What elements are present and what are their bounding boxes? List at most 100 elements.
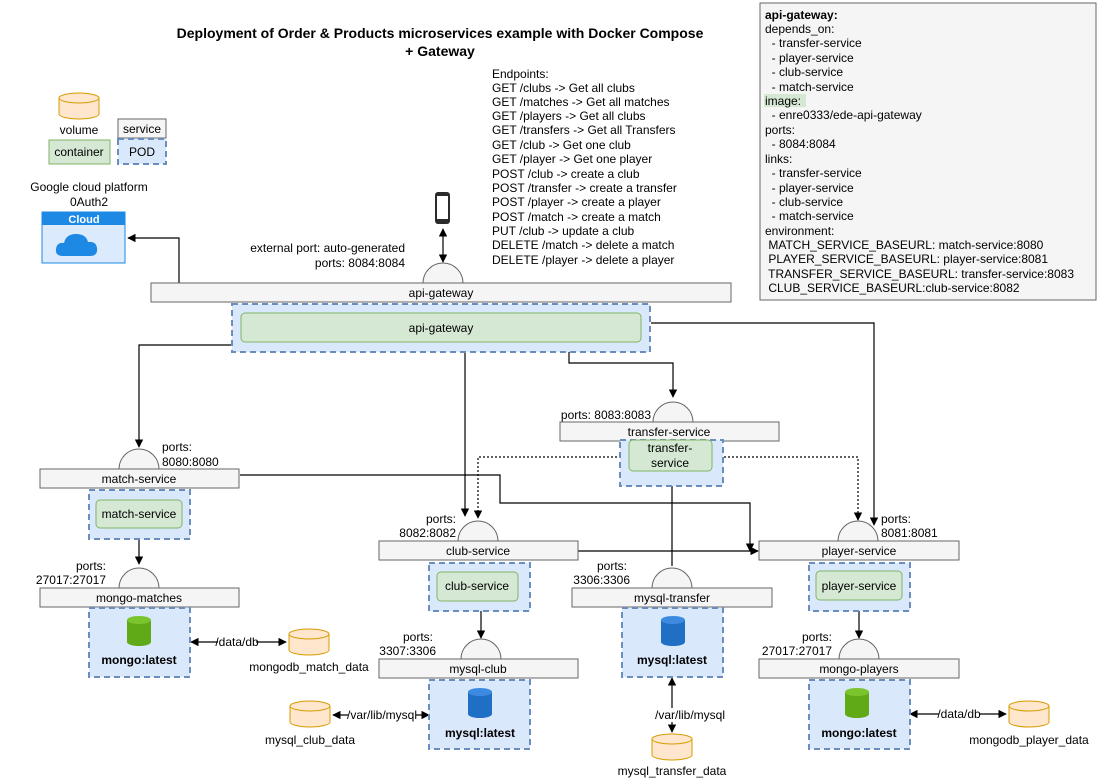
mongo-players-label: mongo-players <box>819 662 898 676</box>
mongo-matches-volume: mongodb_match_data <box>249 660 369 674</box>
config-line: - match-service <box>765 80 854 94</box>
mysql-club-ports-2: 3307:3306 <box>379 644 436 658</box>
player-container-label: player-service <box>822 579 897 593</box>
config-line: environment: <box>765 224 834 238</box>
mysql-transfer-volume: mysql_transfer_data <box>618 764 727 778</box>
endpoint-item: POST /club -> create a club <box>492 167 640 181</box>
endpoint-item: PUT /club -> update a club <box>492 224 635 238</box>
volume-icon <box>651 733 693 761</box>
mysql-transfer-mount-label: /var/lib/mysql <box>655 708 725 722</box>
endpoint-item: GET /players -> Get all clubs <box>492 109 646 123</box>
mysql-club-volume: mysql_club_data <box>265 733 355 747</box>
mysql-transfer-port-node <box>651 567 693 589</box>
config-line: - player-service <box>765 181 854 195</box>
match-container <box>95 499 183 529</box>
cloud-label-line1: Google cloud platform <box>30 180 147 194</box>
match-ports-1: ports: <box>162 440 192 454</box>
endpoint-item: GET /club -> Get one club <box>492 138 631 152</box>
config-line: TRANSFER_SERVICE_BASEURL: transfer-servi… <box>765 267 1074 281</box>
club-container-label: club-service <box>445 579 509 593</box>
config-line: - club-service <box>765 195 843 209</box>
endpoint-item: GET /player -> Get one player <box>492 152 652 166</box>
mongo-players-mount-label: /data/db <box>937 707 981 721</box>
cloud-label-line2: 0Auth2 <box>70 195 108 209</box>
endpoint-item: DELETE /player -> delete a player <box>492 253 674 267</box>
mongo-matches-port-node <box>118 567 160 589</box>
config-lines: depends_on: - transfer-service - player-… <box>765 22 1074 295</box>
mysql-transfer-label: mysql-transfer <box>634 591 710 605</box>
transfer-container-label-1: transfer- <box>648 441 693 455</box>
club-ports-1: ports: <box>426 512 456 526</box>
player-service-bar <box>758 540 960 561</box>
endpoint-item: GET /clubs -> Get all clubs <box>492 81 635 95</box>
config-line: - 8084:8084 <box>765 137 836 151</box>
config-line: - transfer-service <box>765 166 862 180</box>
mysql-icon <box>468 688 492 718</box>
mongo-players-port-node <box>838 638 880 660</box>
config-line: links: <box>765 152 792 166</box>
config-line: ports: <box>765 123 795 137</box>
mysql-club-bar <box>378 658 579 679</box>
mongo-players-ports-1: ports: <box>802 630 832 644</box>
mongodb-icon <box>845 688 869 718</box>
endpoints-header: Endpoints: <box>492 67 549 81</box>
api-gateway-container <box>240 312 642 343</box>
volume-icon <box>288 628 330 656</box>
player-service-label: player-service <box>822 544 897 558</box>
mongo-matches-label: mongo-matches <box>96 591 182 605</box>
api-gateway-container-label: api-gateway <box>409 321 474 335</box>
gateway-port-node <box>422 262 464 284</box>
config-line: MATCH_SERVICE_BASEURL: match-service:808… <box>765 238 1044 252</box>
config-line: - match-service <box>765 209 854 223</box>
match-ports-2: 8080:8080 <box>162 455 219 469</box>
legend-container-label: container <box>54 145 103 159</box>
mysql-icon <box>661 616 685 646</box>
image-key-highlight <box>764 94 806 107</box>
legend-volume-label: volume <box>60 123 99 137</box>
mongo-matches-ports-2: 27017:27017 <box>36 573 106 587</box>
api-gateway-config-box <box>759 2 1097 301</box>
transfer-port-node <box>652 401 694 423</box>
mongo-matches-image: mongo:latest <box>101 653 176 667</box>
player-ports-1: ports: <box>881 512 911 526</box>
player-container <box>815 570 903 601</box>
transfer-container-label-2: service <box>651 456 689 470</box>
mongo-matches-ports-1: ports: <box>76 559 106 573</box>
config-line: - player-service <box>765 51 854 65</box>
mongodb-icon <box>127 616 151 646</box>
mysql-club-mount-label: /var/lib/mysql <box>347 708 417 722</box>
diagram-title-line1: Deployment of Order & Products microserv… <box>177 25 704 41</box>
endpoint-list: GET /clubs -> Get all clubs GET /matches… <box>492 81 677 267</box>
endpoint-item: POST /transfer -> create a transfer <box>492 181 677 195</box>
gateway-ports: ports: 8084:8084 <box>315 256 405 270</box>
mongo-players-volume: mongodb_player_data <box>969 733 1089 747</box>
endpoint-item: POST /player -> create a player <box>492 195 661 209</box>
endpoint-item: POST /match -> create a match <box>492 210 661 224</box>
cloud-badge: Cloud <box>68 214 99 226</box>
api-gateway-service-label: api-gateway <box>409 286 474 300</box>
config-title: api-gateway: <box>765 8 838 22</box>
volume-icon <box>289 700 331 728</box>
endpoint-item: GET /matches -> Get all matches <box>492 95 670 109</box>
legend: volume service container POD <box>48 92 167 165</box>
match-container-label: match-service <box>102 507 177 521</box>
mysql-transfer-image: mysql:latest <box>637 653 707 667</box>
legend-container-box <box>48 139 111 165</box>
transfer-container <box>628 439 713 472</box>
smartphone-icon <box>435 192 450 224</box>
volume-icon <box>1008 700 1050 728</box>
legend-pod-box <box>117 138 167 165</box>
config-line: PLAYER_SERVICE_BASEURL: player-service:8… <box>765 252 1048 266</box>
club-container <box>436 571 519 602</box>
transfer-ports: ports: 8083:8083 <box>561 408 651 422</box>
legend-pod-label: POD <box>129 145 155 159</box>
club-port-node <box>457 520 499 542</box>
match-service-label: match-service <box>102 472 177 486</box>
club-ports-2: 8082:8082 <box>399 526 456 540</box>
mysql-transfer-ports-1: ports: <box>597 559 627 573</box>
transfer-service-label: transfer-service <box>628 425 711 439</box>
club-service-bar <box>378 540 579 561</box>
mysql-club-label: mysql-club <box>449 662 507 676</box>
cloud-icon <box>41 211 126 264</box>
